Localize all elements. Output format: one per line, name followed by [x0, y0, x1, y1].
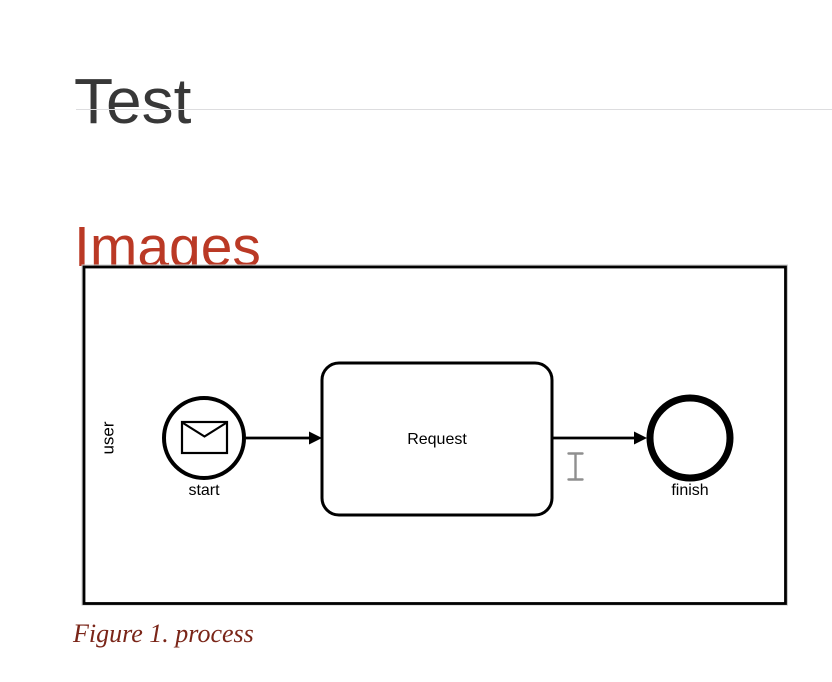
figure-caption: Figure 1. process — [73, 619, 254, 648]
flow-request-to-finish — [552, 431, 647, 445]
end-event-label: finish — [671, 482, 708, 499]
pool-outer-edge — [81, 264, 788, 606]
header-divider — [76, 109, 832, 110]
text-ibeam-cursor-icon — [565, 450, 586, 483]
arrowhead-icon — [634, 431, 647, 445]
flow-start-to-request — [246, 431, 322, 445]
arrowhead-icon — [309, 431, 322, 445]
bpmn-process-diagram: user start Request finish — [81, 264, 788, 606]
pool-label: user — [98, 421, 117, 454]
start-event-label: start — [188, 482, 220, 499]
task-request-label: Request — [407, 431, 467, 448]
message-envelope-icon — [180, 420, 229, 455]
page-title: Test — [74, 64, 192, 137]
end-event-circle — [646, 394, 734, 482]
